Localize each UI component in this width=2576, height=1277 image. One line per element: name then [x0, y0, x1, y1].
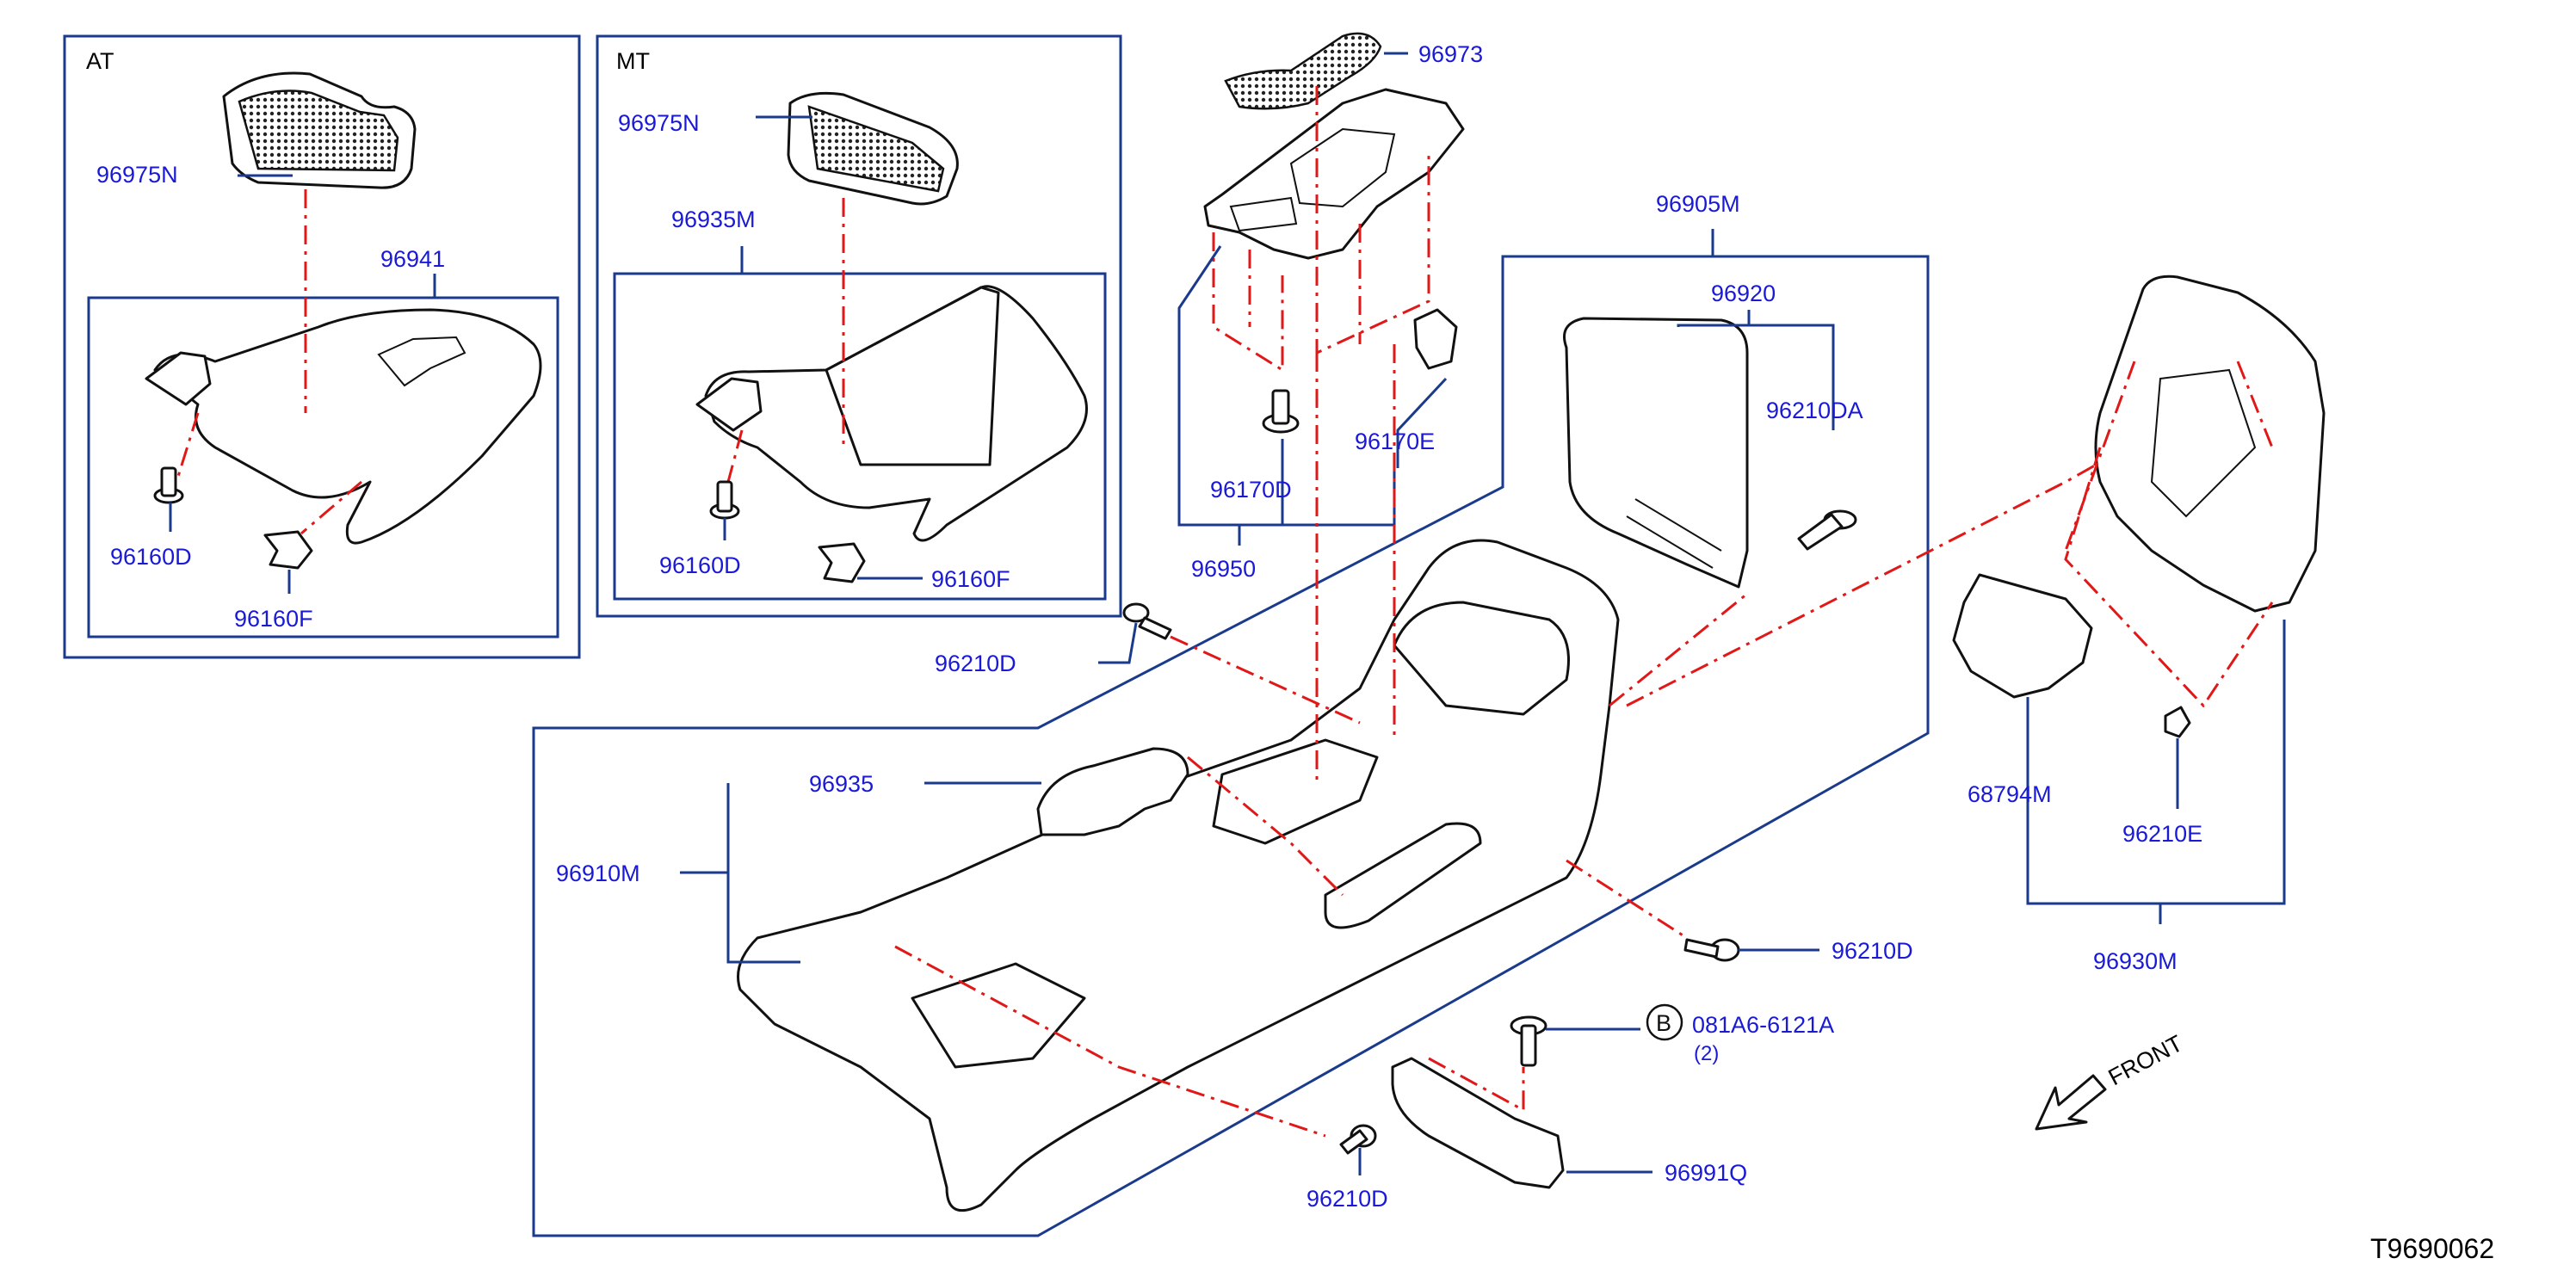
- console-dash-tray: [894, 945, 1326, 1138]
- mt-label-96935M: 96935M: [671, 207, 756, 232]
- front-indicator: FRONT: [2035, 1030, 2187, 1131]
- mt-group: MT 96975N 96935M 96160D 96160F: [596, 34, 1122, 618]
- rear-label-96930M: 96930M: [2093, 948, 2178, 974]
- console-bezel-96935[interactable]: [1036, 747, 1189, 836]
- cup-mat-96973[interactable]: [1224, 32, 1382, 110]
- rear-bracket: [2026, 620, 2286, 924]
- mt-label-96160F: 96160F: [931, 566, 1010, 592]
- lid-96920[interactable]: [1563, 317, 1749, 589]
- console-slot: [1324, 822, 1482, 929]
- at-inner-frame: [87, 296, 559, 638]
- mt-inner-frame: [613, 272, 1107, 601]
- front-label: FRONT: [2104, 1030, 2187, 1090]
- lid-group: 96920 96210DA: [1563, 281, 1863, 589]
- cup-label-96950: 96950: [1191, 556, 1256, 582]
- at-clip-left: [145, 351, 212, 406]
- cup-dash-3: [1248, 224, 1362, 344]
- at-shift-gate: [377, 336, 466, 387]
- console-screw-96210D-bottom[interactable]: [1339, 1124, 1377, 1155]
- bolt-mark-circle: [1646, 1003, 1683, 1041]
- console-frame-96905M: [532, 255, 1930, 1237]
- lid-screw-96210DA[interactable]: [1797, 509, 1857, 551]
- console-label-96210D-right: 96210D: [1832, 938, 1913, 964]
- cup-holder-96950[interactable]: [1203, 88, 1465, 260]
- console-label-081A6: 081A6-6121A: [1692, 1012, 1834, 1038]
- mt-label-96975N: 96975N: [618, 110, 700, 136]
- console-screw-96210D-top[interactable]: [1122, 602, 1172, 640]
- mt-label-96160D: 96160D: [659, 552, 741, 578]
- console-dash-bezel: [1187, 756, 1344, 897]
- at-box-frame: [63, 34, 581, 659]
- console-label-96210D-top: 96210D: [935, 651, 1016, 676]
- console-96910M-bracket: [680, 783, 800, 964]
- at-screw-96160D[interactable]: [153, 466, 184, 504]
- at-label-96160F: 96160F: [234, 606, 313, 632]
- console-label-96935: 96935: [809, 771, 874, 797]
- at-label-96941: 96941: [380, 246, 445, 272]
- diagram-code: T9690062: [2370, 1233, 2494, 1264]
- console-label-96910M: 96910M: [556, 861, 640, 886]
- cup-holder-buttons: [1229, 196, 1298, 232]
- console-dash-bracket: [1428, 1057, 1525, 1113]
- cup-label-96973: 96973: [1418, 41, 1483, 67]
- mt-screw-line: [726, 429, 744, 483]
- at-label-96975N: 96975N: [96, 162, 178, 188]
- mt-boot-clip: [695, 377, 763, 432]
- console-bolt-081A6-6121A[interactable]: [1510, 1015, 1547, 1067]
- console-dash-cupholder: [1315, 344, 1396, 783]
- lid-label-96920: 96920: [1711, 281, 1776, 306]
- console-dash-screw-top: [1170, 635, 1361, 725]
- mt-box-title: MT: [616, 48, 650, 74]
- console-label-96210D-bottom: 96210D: [1307, 1186, 1388, 1212]
- mt-screw-96160D[interactable]: [709, 480, 740, 520]
- rear-label-68794M: 68794M: [1968, 781, 2052, 807]
- rear-panel-group: 68794M 96210E 96930M: [1952, 275, 2326, 974]
- at-clip-96160F[interactable]: [263, 530, 313, 570]
- mt-clip-96160F[interactable]: [818, 542, 866, 583]
- cup-dash-2: [1212, 232, 1284, 373]
- console-group: 96905M B: [532, 191, 2204, 1237]
- mt-box-frame: [596, 34, 1122, 618]
- bolt-mark-letter: B: [1656, 1010, 1671, 1036]
- console-label-96991Q: 96991Q: [1665, 1160, 1747, 1186]
- console-front-tray: [911, 962, 1086, 1069]
- rear-vent-68794M[interactable]: [1952, 573, 2093, 699]
- cup-dash-1: [1315, 86, 1430, 355]
- rear-label-96210E: 96210E: [2122, 821, 2202, 847]
- at-box-title: AT: [86, 48, 114, 74]
- console-dash-lid: [1609, 592, 1748, 707]
- cup-holder-well: [1289, 127, 1396, 208]
- console-bracket-96991Q[interactable]: [1391, 1057, 1565, 1189]
- at-shift-cover-96941[interactable]: [153, 308, 542, 545]
- rear-dash-1: [2064, 447, 2274, 708]
- console-label-081A6-qty: (2): [1694, 1042, 1719, 1065]
- at-clip-line: [300, 480, 362, 535]
- rear-panel-96930M[interactable]: [2094, 275, 2326, 613]
- at-mat-mesh: [238, 89, 399, 172]
- cup-holder-group: 96973 96170D 96170E 96950: [1177, 32, 1483, 582]
- console-dash-screw-right: [1566, 859, 1688, 940]
- cup-label-96170D: 96170D: [1210, 477, 1292, 503]
- lid-label-96210DA: 96210DA: [1766, 398, 1863, 423]
- lid-96920-bracket: [1677, 310, 1835, 430]
- lid-hinge: [1626, 498, 1722, 569]
- cup-clip-96170E[interactable]: [1413, 308, 1458, 370]
- rear-clip-96210E[interactable]: [2164, 706, 2191, 738]
- console-armrest-base: [1393, 601, 1570, 716]
- console-label-96905M: 96905M: [1656, 191, 1740, 217]
- console-96210D-top-leader: [1098, 622, 1138, 664]
- at-group: AT 96975N 96941 96160D 96160F: [63, 34, 581, 659]
- at-label-96160D: 96160D: [110, 544, 192, 570]
- console-cupwell: [1212, 738, 1379, 845]
- cup-screw-96170D[interactable]: [1262, 389, 1300, 434]
- front-arrow-icon: [2035, 1074, 2107, 1131]
- rear-dash-2: [2064, 361, 2274, 552]
- mt-boot-cone: [825, 286, 1000, 466]
- mt-mat-mesh: [807, 105, 945, 193]
- console-screw-96210D-right[interactable]: [1683, 938, 1740, 962]
- rear-panel-opening: [2150, 368, 2257, 518]
- at-screw-line: [175, 412, 200, 483]
